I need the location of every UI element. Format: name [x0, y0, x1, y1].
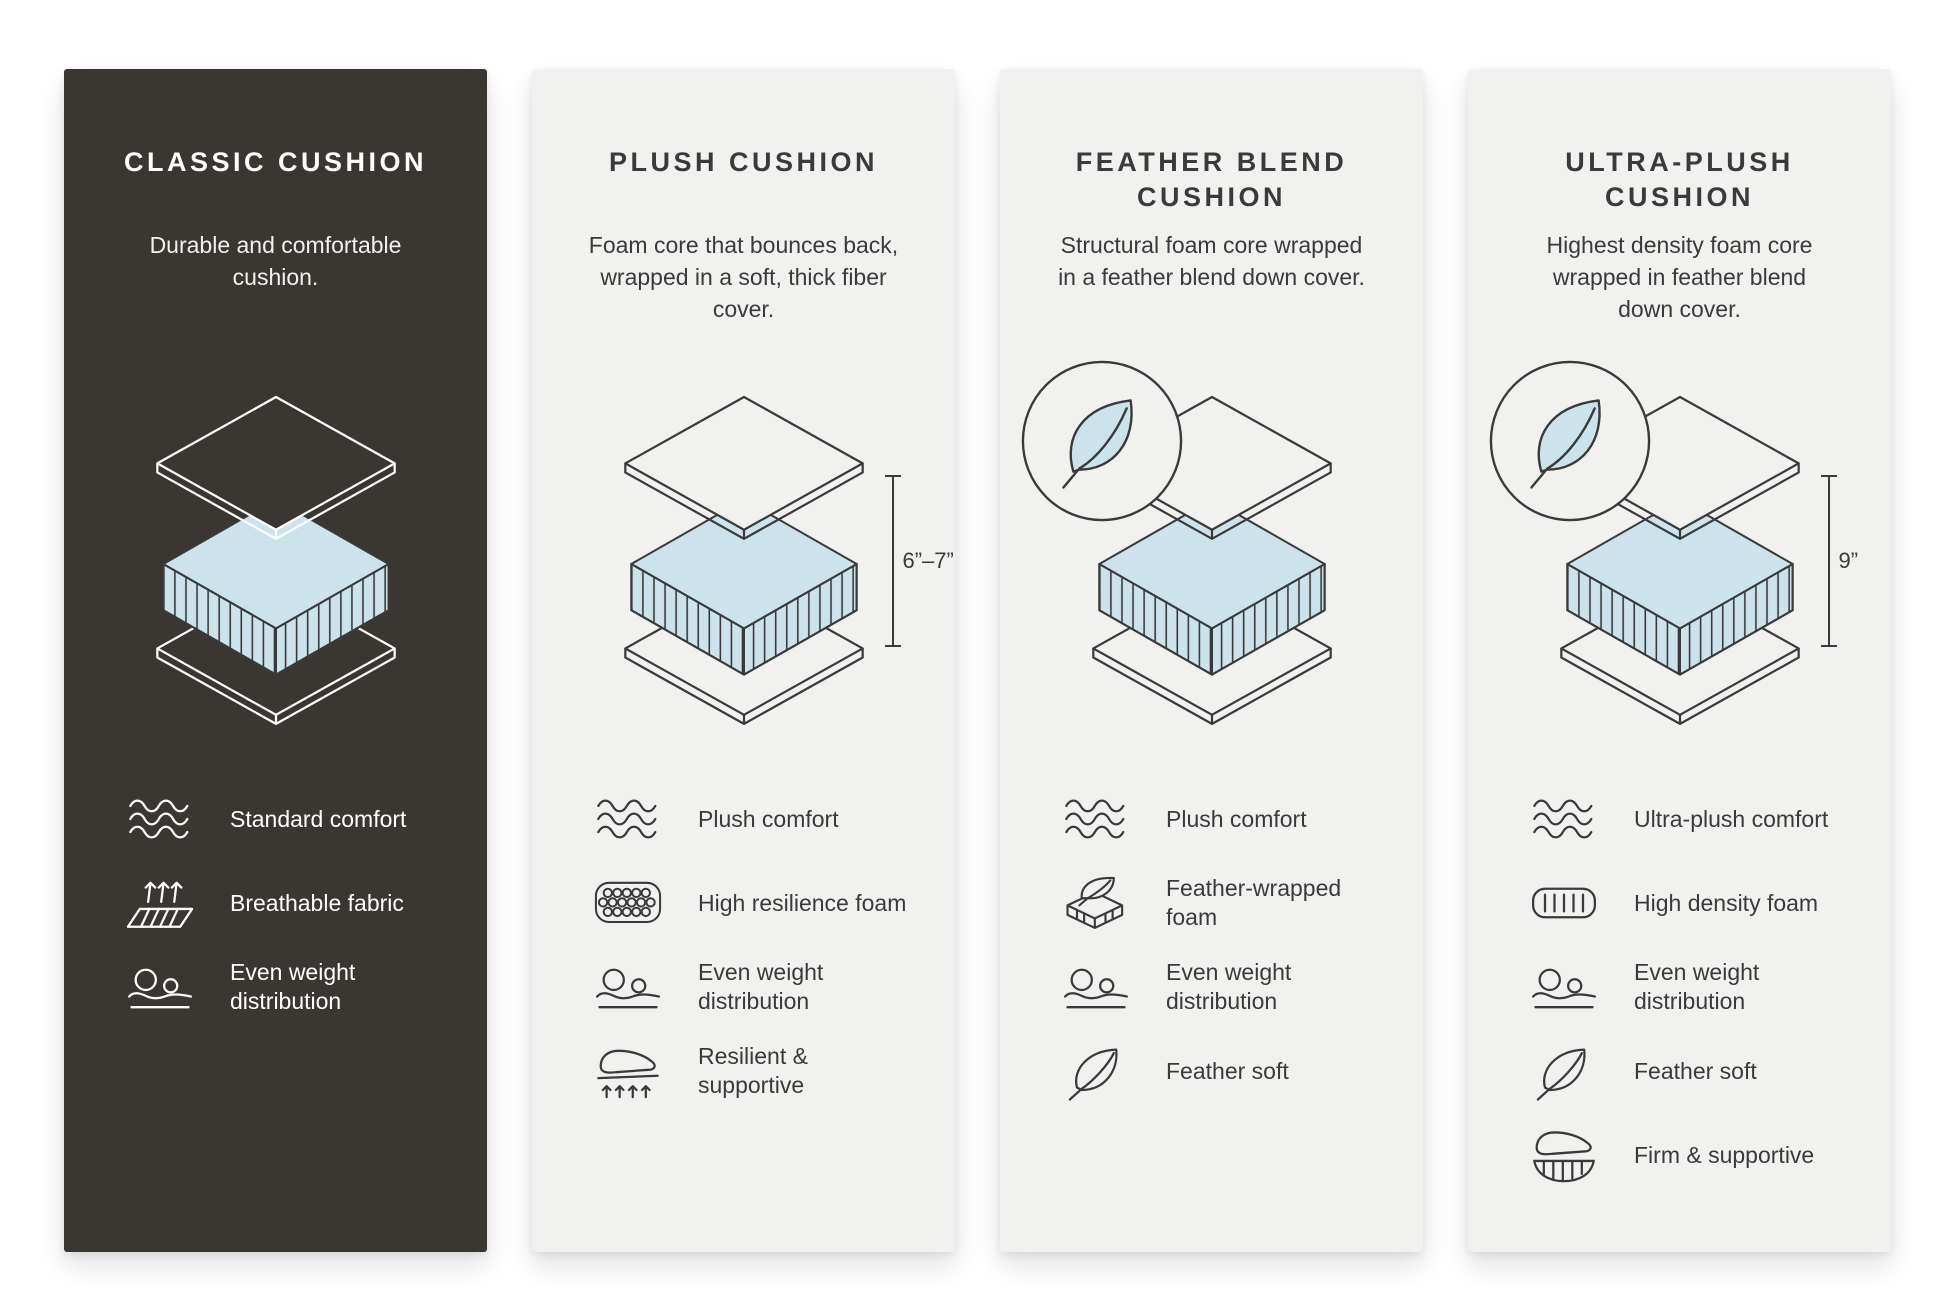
feature-label: Feather soft [1166, 1057, 1289, 1084]
list-item: Plush comfort [590, 787, 915, 851]
breathable-fabric-icon [122, 872, 198, 934]
list-item: Standard comfort [122, 787, 447, 851]
measurement-line [884, 475, 901, 647]
feather-soft-icon [1526, 1040, 1602, 1102]
list-item: Even weight distribution [1526, 955, 1851, 1019]
height-measurement: 6”–7” [884, 475, 954, 647]
list-item: Feather soft [1526, 1039, 1851, 1103]
cushion-diagram: 6”–7” [572, 395, 954, 747]
list-item: Plush comfort [1058, 787, 1383, 851]
even-weight-distribution-icon [1058, 956, 1134, 1018]
list-item: Ultra-plush comfort [1526, 787, 1851, 851]
list-item: Firm & supportive [1526, 1123, 1851, 1187]
high-density-foam-icon [1526, 872, 1602, 934]
feature-label: Breathable fabric [230, 889, 404, 916]
cushion-diagram: 9” [1508, 395, 1858, 747]
feature-label: Plush comfort [698, 805, 839, 832]
feature-label: High density foam [1634, 889, 1819, 916]
feature-label: Firm & supportive [1634, 1141, 1815, 1168]
cushion-diagram [104, 395, 447, 747]
list-item: Resilient & supportive [590, 1039, 915, 1103]
comfort-wave-icon [590, 788, 666, 850]
resilient-supportive-icon [590, 1040, 666, 1102]
height-measurement: 9” [1820, 475, 1859, 647]
feature-label: Resilient & supportive [698, 1043, 808, 1098]
list-item: Even weight distribution [590, 955, 915, 1019]
feature-label: Standard comfort [230, 805, 407, 832]
feature-label: Feather soft [1634, 1057, 1757, 1084]
feather-badge-icon [1486, 357, 1654, 525]
cushion-layers-illustration [593, 395, 895, 742]
page-title: PLUSH CUSHION [608, 147, 878, 177]
feature-label: Even weight distribution [698, 959, 824, 1014]
feature-label: Plush comfort [1166, 805, 1307, 832]
card-description: Highest density foam core wrapped in fea… [1546, 232, 1813, 323]
card-description: Foam core that bounces back, wrapped in … [588, 232, 899, 323]
feature-list: Standard comfort Breathable fabric Even … [104, 787, 447, 1019]
feature-list: Plush comfort Feather-wrapped foam Even … [1040, 787, 1383, 1103]
feature-label: Feather-wrapped foam [1166, 875, 1342, 930]
comfort-wave-icon [1526, 788, 1602, 850]
feather-badge-icon [1018, 357, 1186, 525]
feature-label: High resilience foam [698, 889, 907, 916]
cushion-diagram [1040, 395, 1383, 747]
high-resilience-foam-icon [590, 872, 666, 934]
card-description: Structural foam core wrapped in a feathe… [1058, 232, 1365, 291]
even-weight-distribution-icon [590, 956, 666, 1018]
feature-list: Ultra-plush comfort High density foam Ev… [1508, 787, 1851, 1187]
list-item: Even weight distribution [122, 955, 447, 1019]
feather-soft-icon [1058, 1040, 1134, 1102]
comfort-wave-icon [122, 788, 198, 850]
card-feather-blend-cushion: FEATHER BLEND CUSHION Structural foam co… [1000, 69, 1423, 1252]
page-title: CLASSIC CUSHION [123, 147, 427, 177]
cushion-layers-illustration [125, 395, 427, 742]
list-item: High density foam [1526, 871, 1851, 935]
feature-label: Even weight distribution [1166, 959, 1292, 1014]
list-item: Feather soft [1058, 1039, 1383, 1103]
feather-wrapped-foam-icon [1058, 872, 1134, 934]
measurement-label: 6”–7” [902, 548, 954, 573]
measurement-line [1820, 475, 1837, 647]
even-weight-distribution-icon [122, 956, 198, 1018]
page-title: FEATHER BLEND CUSHION [1075, 147, 1348, 212]
feature-list: Plush comfort High resilience foam Even … [572, 787, 915, 1103]
list-item: Breathable fabric [122, 871, 447, 935]
list-item: Even weight distribution [1058, 955, 1383, 1019]
feature-label: Ultra-plush comfort [1634, 805, 1829, 832]
card-plush-cushion: PLUSH CUSHION Foam core that bounces bac… [532, 69, 955, 1252]
firm-supportive-icon [1526, 1124, 1602, 1186]
card-ultra-plush-cushion: ULTRA-PLUSH CUSHION Highest density foam… [1468, 69, 1891, 1252]
card-description: Durable and comfortable cushion. [149, 232, 402, 291]
list-item: Feather-wrapped foam [1058, 871, 1383, 935]
measurement-label: 9” [1838, 548, 1859, 573]
feature-label: Even weight distribution [230, 959, 356, 1014]
comfort-wave-icon [1058, 788, 1134, 850]
feature-label: Even weight distribution [1634, 959, 1760, 1014]
list-item: High resilience foam [590, 871, 915, 935]
page-title: ULTRA-PLUSH CUSHION [1565, 147, 1794, 212]
even-weight-distribution-icon [1526, 956, 1602, 1018]
card-classic-cushion: CLASSIC CUSHION Durable and comfortable … [64, 69, 487, 1252]
